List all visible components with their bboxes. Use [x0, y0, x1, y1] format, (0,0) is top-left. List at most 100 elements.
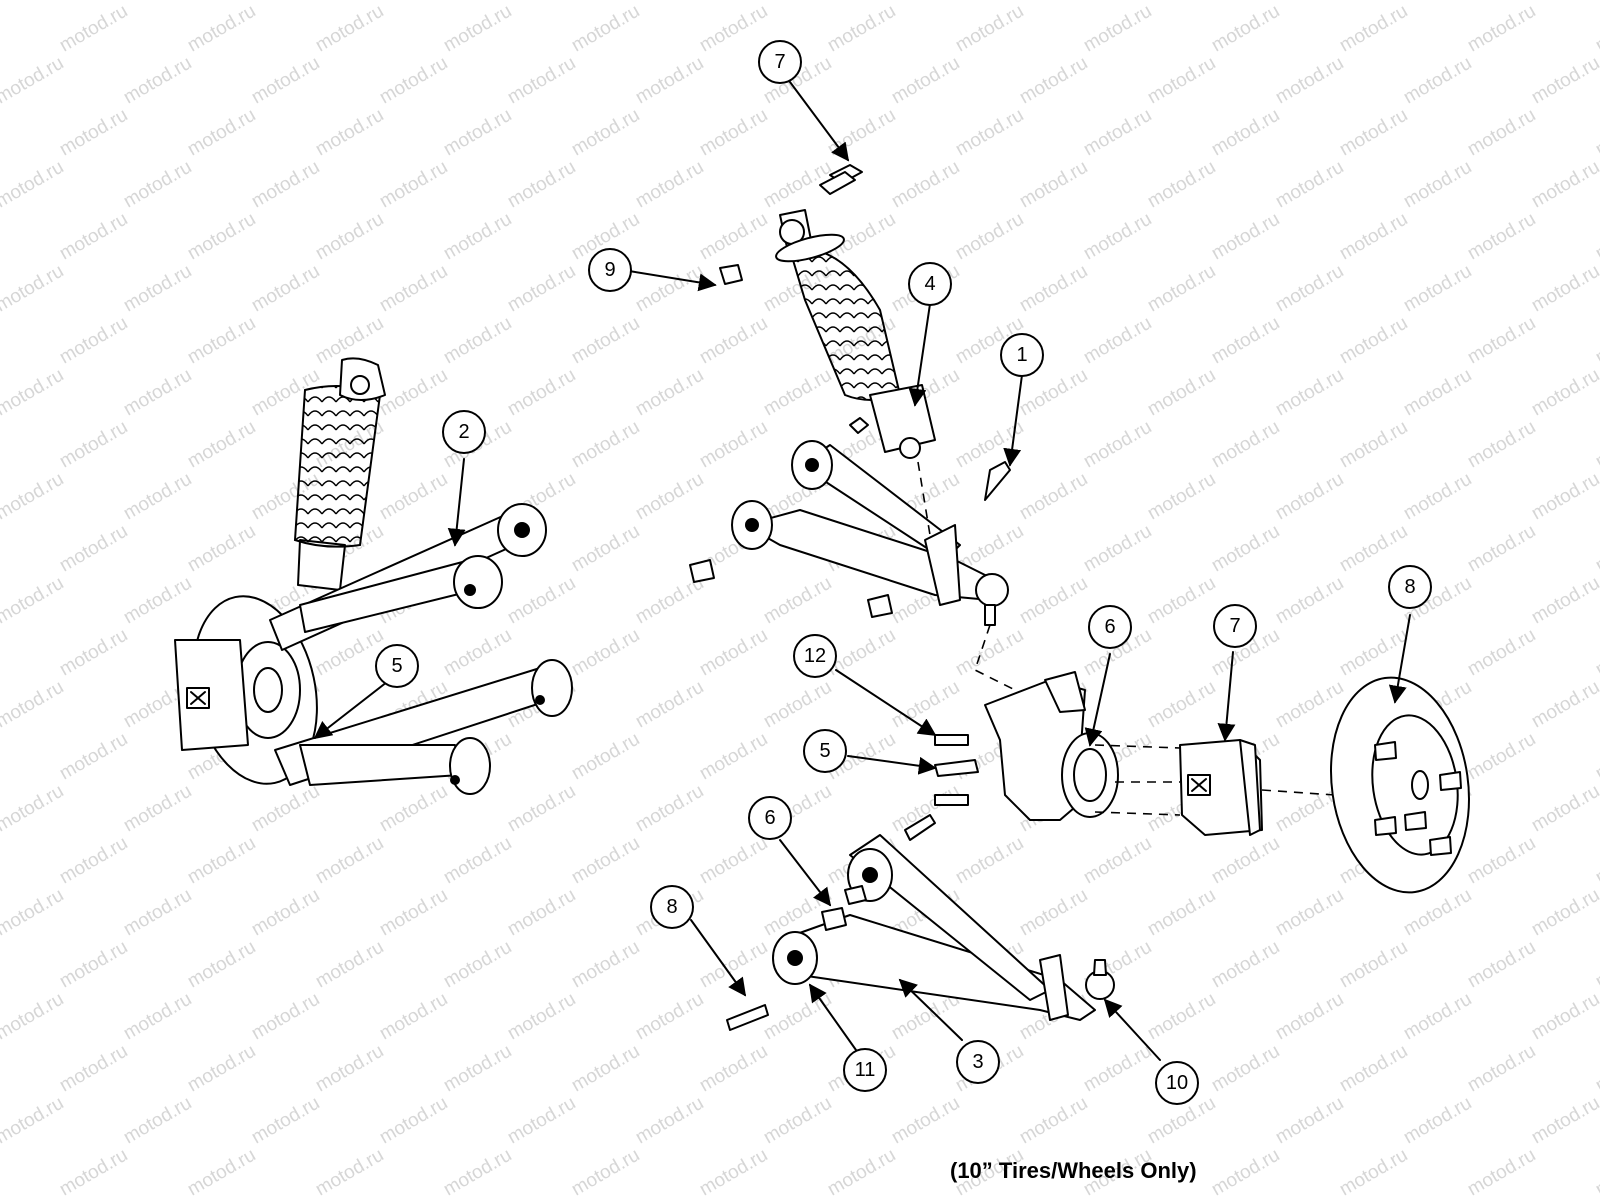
watermark-text: motod.ru [1464, 937, 1539, 993]
watermark-text: motod.ru [1528, 989, 1600, 1045]
watermark-text: motod.ru [888, 1093, 963, 1149]
watermark-text: motod.ru [696, 1, 771, 57]
watermark-text: motod.ru [1144, 365, 1219, 421]
watermark-text: motod.ru [632, 677, 707, 733]
watermark-text: motod.ru [120, 573, 195, 629]
watermark-text: motod.ru [1272, 157, 1347, 213]
watermark-text: motod.ru [0, 1145, 3, 1200]
watermark-text: motod.ru [184, 1041, 259, 1097]
watermark-text: motod.ru [632, 53, 707, 109]
watermark-text: motod.ru [376, 885, 451, 941]
callout-8-lower: 8 [650, 885, 694, 929]
callout-1: 1 [1000, 333, 1044, 377]
watermark-text: motod.ru [1528, 157, 1600, 213]
watermark-text: motod.ru [568, 1, 643, 57]
callout-5-mid: 5 [803, 729, 847, 773]
watermark-text: motod.ru [1528, 0, 1600, 4]
watermark-text: motod.ru [696, 105, 771, 161]
watermark-text: motod.ru [568, 417, 643, 473]
watermark-text: motod.ru [760, 0, 835, 4]
watermark-text: motod.ru [760, 989, 835, 1045]
watermark-text: motod.ru [568, 105, 643, 161]
watermark-text: motod.ru [0, 677, 67, 733]
watermark-text: motod.ru [0, 1, 3, 57]
watermark-text: motod.ru [376, 365, 451, 421]
watermark-text: motod.ru [1272, 53, 1347, 109]
watermark-text: motod.ru [1528, 1093, 1600, 1149]
watermark-text: motod.ru [1464, 105, 1539, 161]
watermark-text: motod.ru [1080, 1, 1155, 57]
watermark-text: motod.ru [248, 1093, 323, 1149]
watermark-text: motod.ru [1080, 833, 1155, 889]
watermark-text: motod.ru [696, 625, 771, 681]
brake-rotor [1330, 676, 1470, 894]
watermark-text: motod.ru [1272, 261, 1347, 317]
watermark-text: motod.ru [1016, 1093, 1091, 1149]
watermark-text: motod.ru [0, 105, 3, 161]
watermark-text: motod.ru [248, 0, 323, 4]
watermark-text: motod.ru [1592, 417, 1600, 473]
watermark-text: motod.ru [1464, 625, 1539, 681]
watermark-text: motod.ru [120, 261, 195, 317]
callout-12: 12 [793, 634, 837, 678]
callout-4: 4 [908, 262, 952, 306]
watermark-text: motod.ru [1080, 1041, 1155, 1097]
watermark-text: motod.ru [1144, 469, 1219, 525]
callout-10: 10 [1155, 1061, 1199, 1105]
watermark-text: motod.ru [1592, 1041, 1600, 1097]
watermark-text: motod.ru [1400, 157, 1475, 213]
callout-8-right: 8 [1388, 565, 1432, 609]
watermark-text: motod.ru [1208, 1, 1283, 57]
watermark-text: motod.ru [56, 1, 131, 57]
watermark-text: motod.ru [824, 105, 899, 161]
watermark-text: motod.ru [1144, 989, 1219, 1045]
watermark-text: motod.ru [952, 833, 1027, 889]
watermark-text: motod.ru [1528, 781, 1600, 837]
watermark-text: motod.ru [1144, 157, 1219, 213]
watermark-text: motod.ru [1592, 729, 1600, 785]
watermark-text: motod.ru [0, 0, 67, 4]
watermark-text: motod.ru [568, 313, 643, 369]
watermark-text: motod.ru [376, 0, 451, 4]
watermark-text: motod.ru [1144, 573, 1219, 629]
callout-5-mid-label: 5 [819, 740, 830, 762]
watermark-text: motod.ru [1400, 0, 1475, 4]
watermark-text: motod.ru [440, 625, 515, 681]
watermark-text: motod.ru [0, 209, 3, 265]
watermark-text: motod.ru [1400, 261, 1475, 317]
watermark-text: motod.ru [0, 313, 3, 369]
watermark-text: motod.ru [440, 1, 515, 57]
callout-12-label: 12 [804, 645, 826, 667]
watermark-text: motod.ru [504, 989, 579, 1045]
watermark-text: motod.ru [376, 53, 451, 109]
watermark-text: motod.ru [312, 833, 387, 889]
watermark-text: motod.ru [1400, 469, 1475, 525]
watermark-text: motod.ru [1272, 1093, 1347, 1149]
watermark-text: motod.ru [1464, 313, 1539, 369]
watermark-text: motod.ru [1272, 573, 1347, 629]
callout-11-label: 11 [855, 1059, 876, 1081]
callout-7-top-label: 7 [774, 51, 785, 73]
watermark-text: motod.ru [824, 1, 899, 57]
watermark-text: motod.ru [0, 989, 67, 1045]
watermark-text: motod.ru [1016, 885, 1091, 941]
callout-3-label: 3 [972, 1051, 983, 1073]
watermark-text: motod.ru [1144, 885, 1219, 941]
watermark-text: motod.ru [120, 885, 195, 941]
watermark-text: motod.ru [504, 573, 579, 629]
watermark-text: motod.ru [760, 365, 835, 421]
watermark-text: motod.ru [248, 885, 323, 941]
watermark-text: motod.ru [760, 677, 835, 733]
watermark-text: motod.ru [1016, 157, 1091, 213]
watermark-text: motod.ru [632, 781, 707, 837]
watermark-text: motod.ru [1528, 53, 1600, 109]
watermark-text: motod.ru [1464, 1041, 1539, 1097]
callout-2: 2 [442, 410, 486, 454]
watermark-text: motod.ru [760, 573, 835, 629]
watermark-text: motod.ru [0, 781, 67, 837]
watermark-text: motod.ru [248, 53, 323, 109]
watermark-text: motod.ru [312, 105, 387, 161]
watermark-text: motod.ru [1528, 469, 1600, 525]
watermark-text: motod.ru [248, 261, 323, 317]
watermark-text: motod.ru [632, 0, 707, 4]
